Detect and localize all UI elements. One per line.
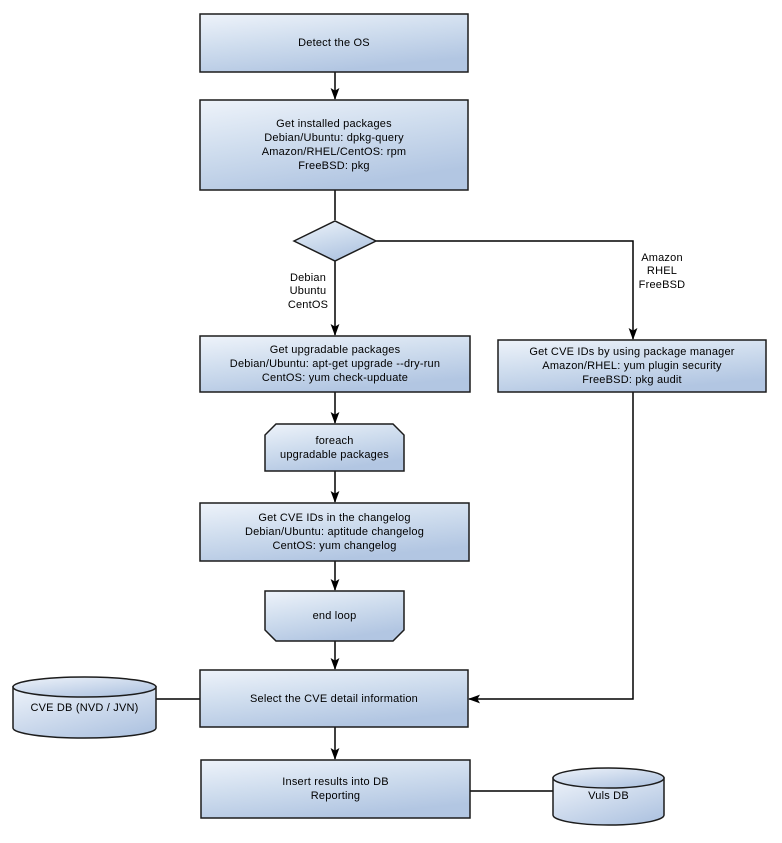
select-cve-detail-box [199, 669, 469, 728]
vuls-db-cylinder [552, 767, 665, 826]
connector-pkg-manager-to-select [468, 392, 634, 704]
connector-decision-to-pkg-manager [376, 240, 638, 340]
cve-db-cylinder [12, 676, 157, 739]
get-upgradable-packages-box [199, 335, 471, 393]
get-installed-packages-box [199, 99, 469, 191]
get-cve-pkg-manager-box [497, 339, 767, 393]
foreach-loop-start-shape [264, 423, 405, 472]
os-decision-diamond [292, 220, 378, 262]
end-loop-shape [264, 590, 405, 642]
insert-results-box [200, 759, 471, 819]
get-cve-changelog-box [199, 502, 470, 562]
detect-os-box [199, 13, 469, 73]
